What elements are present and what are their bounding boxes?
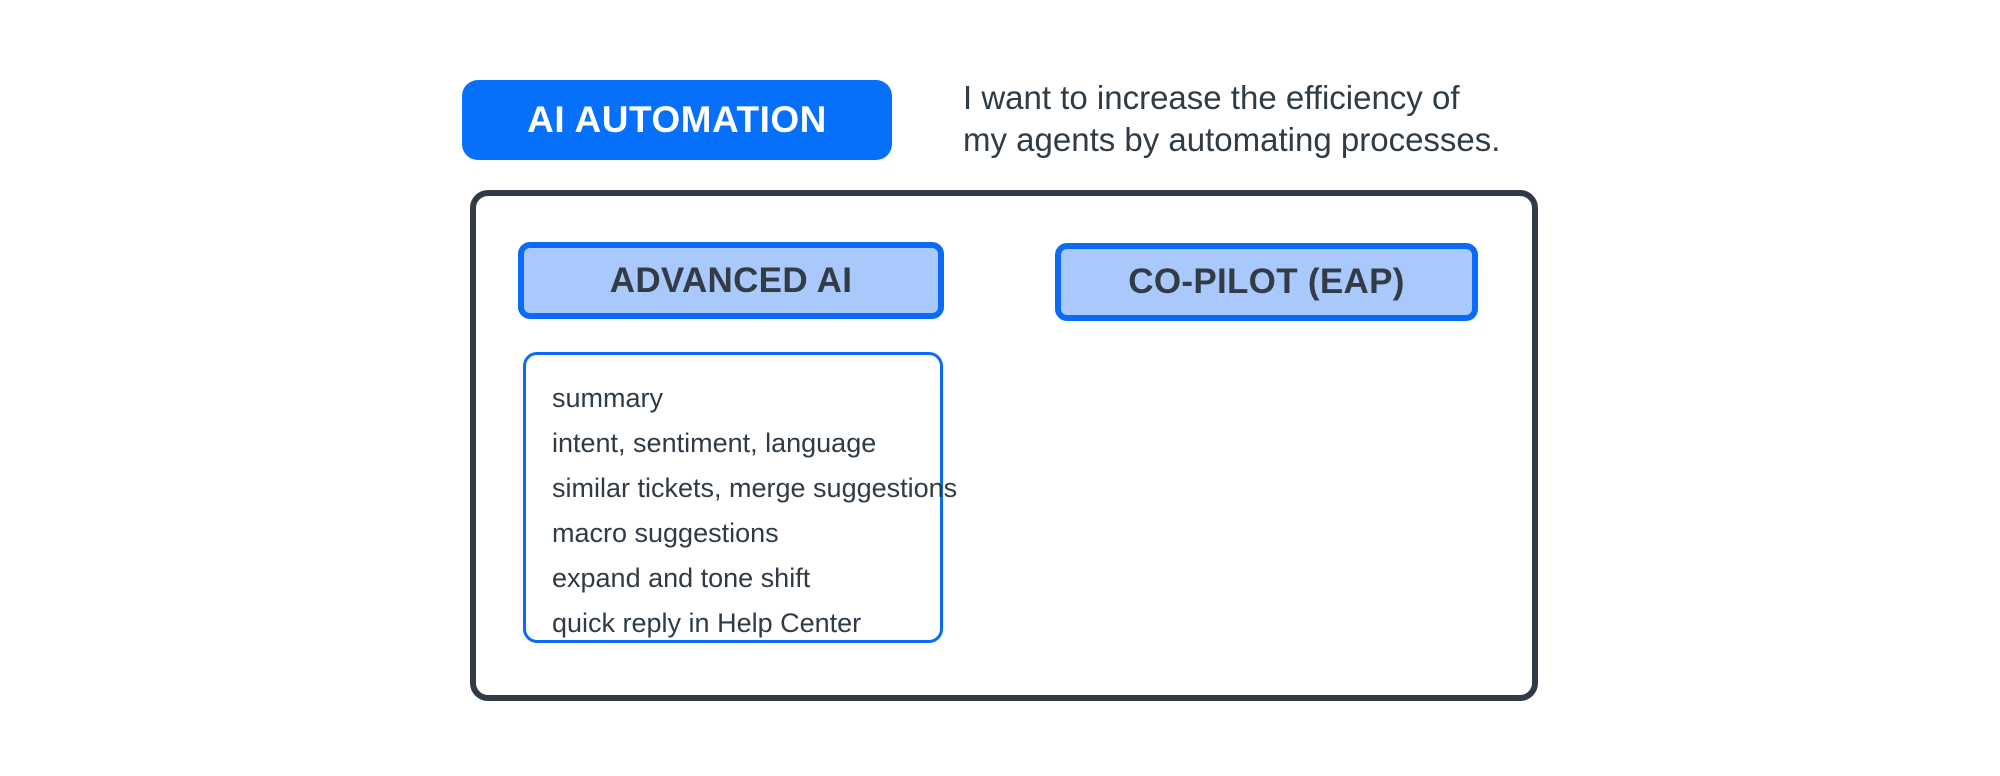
goal-description: I want to increase the efficiency of my … [963, 77, 1500, 161]
co-pilot-eap-button[interactable]: CO-PILOT (EAP) [1055, 243, 1478, 321]
ai-automation-panel: ADVANCED AI CO-PILOT (EAP) summary inten… [470, 190, 1538, 701]
goal-description-line1: I want to increase the efficiency of [963, 79, 1460, 116]
advanced-ai-button[interactable]: ADVANCED AI [518, 242, 944, 319]
ai-automation-pill-label: AI AUTOMATION [527, 99, 827, 140]
feature-item-summary: summary [552, 383, 664, 413]
feature-item-quick-reply-help-center: quick reply in Help Center [552, 608, 862, 638]
advanced-ai-feature-list: summary intent, sentiment, language simi… [523, 352, 958, 643]
advanced-ai-button-label: ADVANCED AI [609, 260, 853, 300]
ai-automation-pill[interactable]: AI AUTOMATION [462, 80, 892, 160]
feature-item-macro-suggestions: macro suggestions [552, 518, 779, 548]
feature-item-intent-sentiment-language: intent, sentiment, language [552, 428, 877, 458]
feature-item-expand-and-tone-shift: expand and tone shift [552, 563, 811, 593]
goal-description-line2: my agents by automating processes. [963, 121, 1501, 158]
feature-item-similar-tickets-merge-suggestions: similar tickets, merge suggestions [552, 473, 958, 503]
co-pilot-eap-button-label: CO-PILOT (EAP) [1128, 262, 1405, 301]
